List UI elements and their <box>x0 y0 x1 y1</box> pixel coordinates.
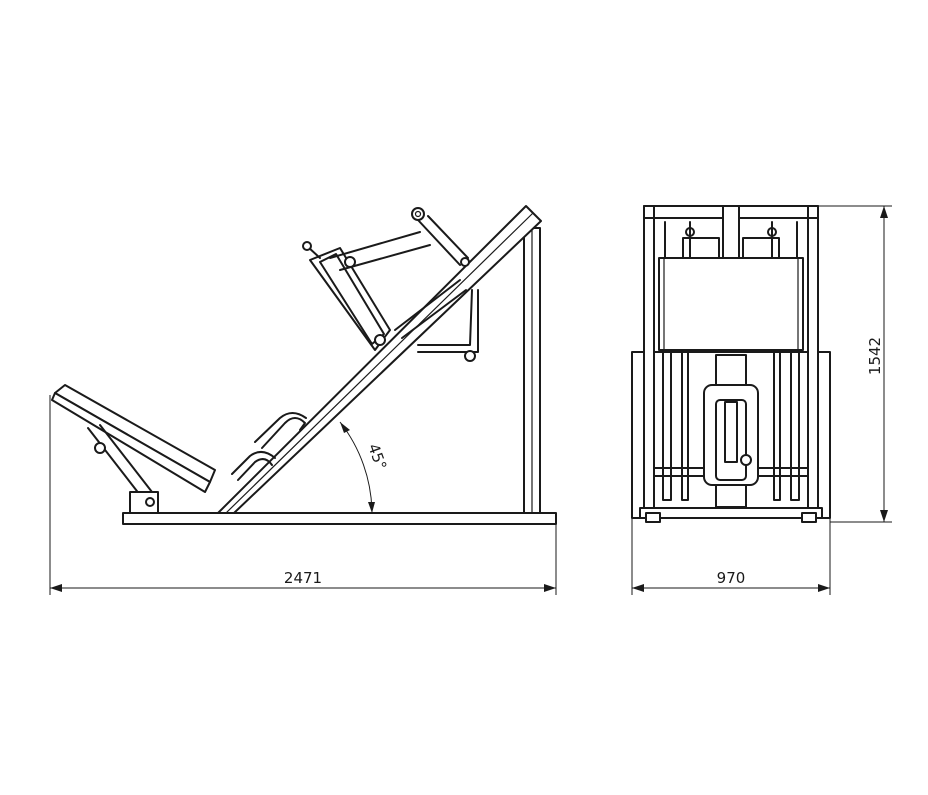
front-carriage <box>664 205 798 259</box>
seat-back <box>51 384 216 514</box>
front-frame <box>631 205 831 523</box>
width-dimension: 970 <box>631 518 831 595</box>
front-guide-rods <box>653 349 809 501</box>
height-label: 1542 <box>866 337 884 375</box>
sled-carriage <box>302 207 470 351</box>
length-dimension: 2471 <box>49 395 557 595</box>
rail-bracket <box>417 289 479 362</box>
height-dimension: 1542 <box>818 205 892 523</box>
rear-upright <box>523 227 541 514</box>
side-view: 45° 2471 <box>49 205 557 595</box>
front-view: 1542 970 <box>631 205 892 595</box>
base-frame <box>122 512 557 525</box>
angle-marker: 45° <box>339 421 390 514</box>
width-label: 970 <box>717 569 746 587</box>
front-sled-pad <box>658 257 804 351</box>
front-seat <box>703 354 759 508</box>
footplate-handle <box>231 412 307 481</box>
angle-label: 45° <box>364 441 390 472</box>
length-label: 2471 <box>284 569 322 587</box>
